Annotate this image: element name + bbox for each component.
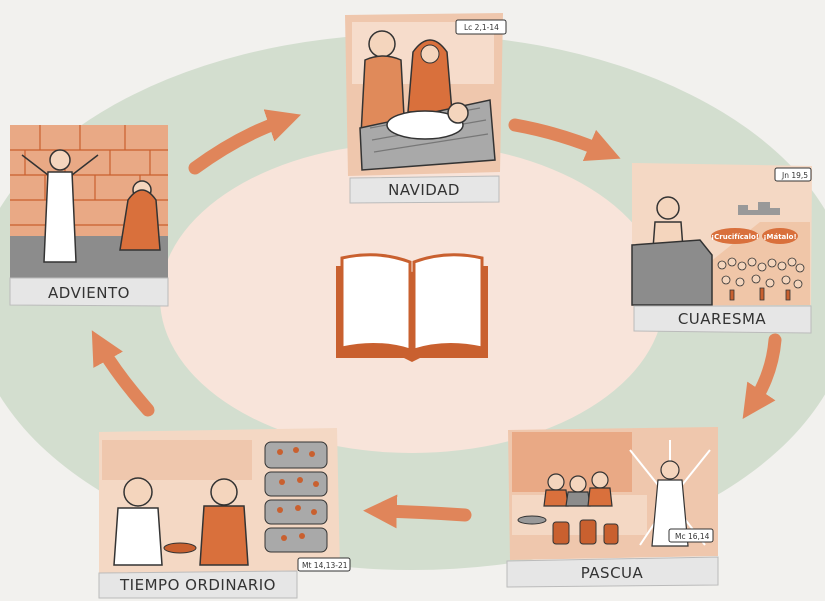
tiempo-label: TIEMPO ORDINARIO <box>119 576 276 594</box>
cuaresma-ref: Jn 19,5 <box>781 171 808 180</box>
arrow-tiempo-adviento <box>91 330 155 417</box>
pascua-label-strip <box>506 556 719 588</box>
stage-tiempo-ordinario: Mt 14,13-21 TIEMPO ORDINARIO <box>98 428 351 599</box>
cuaresma-bubble-1 <box>711 228 759 244</box>
navidad-label-strip <box>349 175 500 204</box>
cuaresma-bubble-2-text: ¡Mátalo! <box>763 233 796 241</box>
pascua-ref: Mc 16,14 <box>675 532 710 541</box>
stage-cuaresma: ¡Crucifícalo! ¡Mátalo! Jn 19,5 CUARESMA <box>631 163 812 334</box>
open-book-icon <box>336 253 488 362</box>
stage-navidad: Lc 2,1-14 NAVIDAD <box>345 13 507 204</box>
navidad-ref-scroll: Lc 2,1-14 <box>455 19 507 35</box>
navidad-ref: Lc 2,1-14 <box>464 23 499 32</box>
arrow-cuaresma-pascua <box>742 333 782 420</box>
cuaresma-bubble-2 <box>762 228 798 244</box>
adviento-label: ADVIENTO <box>48 284 130 302</box>
cuaresma-label: CUARESMA <box>678 310 767 328</box>
arrow-pascua-tiempo <box>363 494 472 529</box>
navidad-label: NAVIDAD <box>388 181 460 199</box>
stage-pascua: Mc 16,14 PASCUA <box>506 427 719 588</box>
tiempo-ref: Mt 14,13-21 <box>302 561 348 570</box>
pascua-label: PASCUA <box>581 564 644 582</box>
cuaresma-ref-scroll: Jn 19,5 <box>774 167 812 182</box>
cycle-arrows <box>91 109 782 529</box>
cuaresma-label-strip <box>633 305 812 334</box>
pascua-ref-scroll: Mc 16,14 <box>668 528 714 543</box>
stage-adviento: ADVIENTO <box>9 125 169 307</box>
arrow-adviento-navidad <box>188 109 302 175</box>
cuaresma-bubble-1-text: ¡Crucifícalo! <box>711 233 759 241</box>
tiempo-ref-scroll: Mt 14,13-21 <box>297 557 351 572</box>
tiempo-label-strip <box>98 570 298 599</box>
adviento-label-strip <box>9 277 169 307</box>
arrow-navidad-cuaresma <box>508 118 621 161</box>
